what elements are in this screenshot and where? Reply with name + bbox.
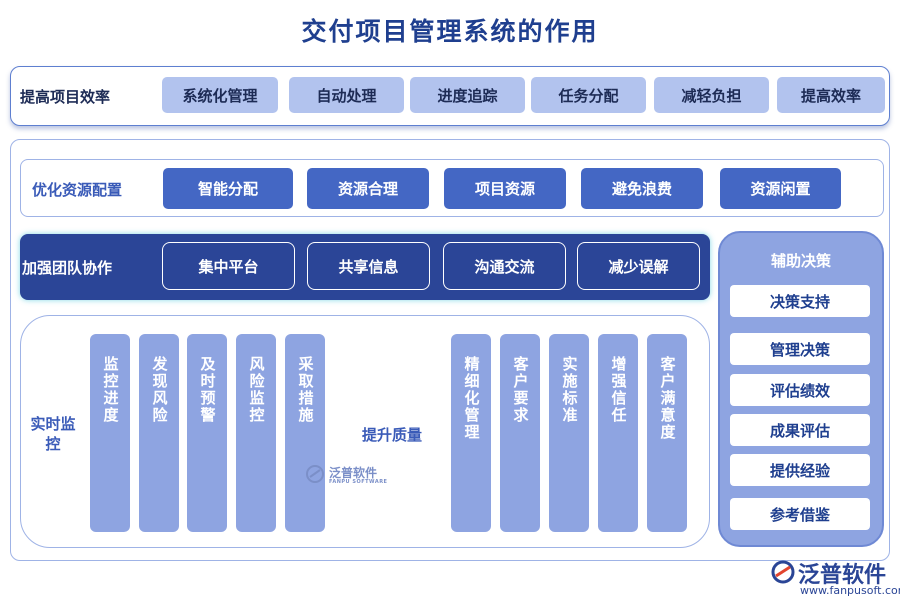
team-item: 共享信息 xyxy=(307,242,430,290)
monitor-item: 及时预警 xyxy=(198,356,217,424)
quality-item: 客户满意度 xyxy=(658,356,677,441)
decision-item: 参考借鉴 xyxy=(730,498,870,530)
quality-item: 客户要求 xyxy=(511,356,530,424)
quality-column: 客户满意度 xyxy=(647,334,687,532)
brand-logo-url: www.fanpusoft.com xyxy=(800,584,900,597)
efficiency-item: 任务分配 xyxy=(531,77,646,113)
quality-column: 精细化管理 xyxy=(451,334,491,532)
monitor-column: 及时预警 xyxy=(187,334,227,532)
efficiency-item: 减轻负担 xyxy=(654,77,769,113)
monitor-quality-panel xyxy=(20,315,710,548)
monitor-column: 采取措施 xyxy=(285,334,325,532)
resource-item: 资源闲置 xyxy=(720,168,841,209)
efficiency-item: 提高效率 xyxy=(777,77,885,113)
brand-logo: 泛普软件 www.fanpusoft.com xyxy=(770,555,900,599)
quality-column: 增强信任 xyxy=(598,334,638,532)
decision-item: 决策支持 xyxy=(730,285,870,317)
watermark-name: 泛普软件 xyxy=(329,466,378,480)
decision-item: 管理决策 xyxy=(730,333,870,365)
monitor-item: 发现风险 xyxy=(150,356,169,424)
team-item: 集中平台 xyxy=(162,242,295,290)
decision-item: 成果评估 xyxy=(730,414,870,446)
quality-item: 增强信任 xyxy=(609,356,628,424)
resource-item: 项目资源 xyxy=(444,168,566,209)
efficiency-label: 提高项目效率 xyxy=(20,88,111,106)
monitor-column: 风险监控 xyxy=(236,334,276,532)
decision-label: 辅助决策 xyxy=(770,252,831,270)
resource-label: 优化资源配置 xyxy=(32,181,123,199)
monitor-item: 监控进度 xyxy=(101,356,120,424)
team-item: 减少误解 xyxy=(577,242,700,290)
resource-item: 智能分配 xyxy=(163,168,293,209)
brand-logo-name: 泛普软件 xyxy=(798,563,887,588)
resource-item: 避免浪费 xyxy=(581,168,703,209)
monitor-column: 监控进度 xyxy=(90,334,130,532)
quality-item: 精细化管理 xyxy=(462,356,481,441)
decision-item: 提供经验 xyxy=(730,454,870,486)
monitor-label: 实时监控 xyxy=(30,415,76,453)
quality-column: 客户要求 xyxy=(500,334,540,532)
brand-logo-icon xyxy=(771,560,795,584)
watermark-logo-icon xyxy=(306,465,324,483)
page-title: 交付项目管理系统的作用 xyxy=(301,17,599,46)
monitor-item: 风险监控 xyxy=(247,356,266,424)
quality-item: 实施标准 xyxy=(560,356,579,424)
team-item: 沟通交流 xyxy=(443,242,566,290)
monitor-column: 发现风险 xyxy=(139,334,179,532)
efficiency-item: 自动处理 xyxy=(289,77,404,113)
watermark-sub: FANPU SOFTWARE xyxy=(329,479,388,485)
efficiency-item: 进度追踪 xyxy=(410,77,525,113)
quality-column: 实施标准 xyxy=(549,334,589,532)
decision-item: 评估绩效 xyxy=(730,374,870,406)
team-label: 加强团队协作 xyxy=(22,259,113,277)
watermark: 泛普软件 FANPU SOFTWARE xyxy=(305,462,395,490)
resource-item: 资源合理 xyxy=(307,168,429,209)
quality-label: 提升质量 xyxy=(362,426,423,444)
efficiency-item: 系统化管理 xyxy=(162,77,278,113)
monitor-item: 采取措施 xyxy=(296,356,315,424)
